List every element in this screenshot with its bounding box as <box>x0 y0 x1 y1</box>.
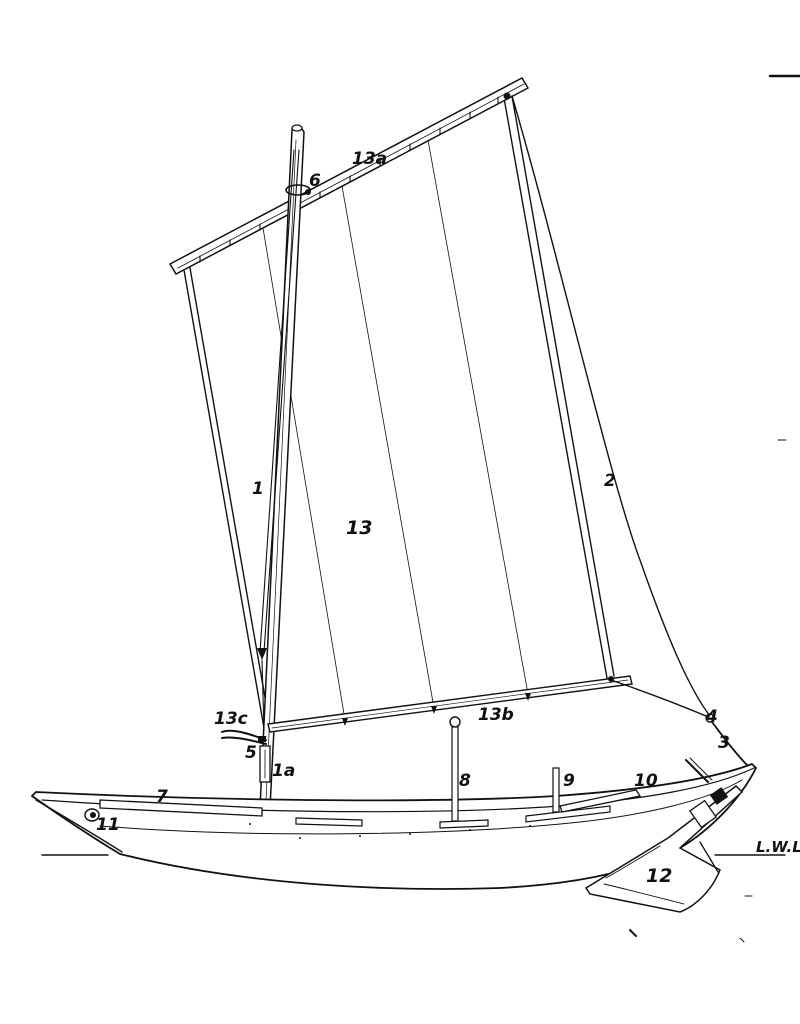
bow-fitting <box>84 808 100 822</box>
label-sheet-block: 4 <box>705 707 718 727</box>
label-sail: 13 <box>346 517 372 539</box>
rudder <box>584 785 744 937</box>
aft-deck <box>559 789 642 813</box>
label-waterline: L.W.L. <box>756 838 800 856</box>
label-rudder: 12 <box>646 865 672 887</box>
label-halyard: 1 <box>252 479 264 499</box>
post-aft <box>552 767 560 813</box>
label-halyard-lower: 1a <box>272 761 295 781</box>
label-yard: 13a <box>352 149 387 169</box>
label-post-mid: 8 <box>459 771 471 791</box>
post-mid <box>449 716 461 822</box>
hull <box>30 762 758 890</box>
label-post-aft: 9 <box>563 771 575 791</box>
label-gunwale-plank: 7 <box>156 787 168 807</box>
mast <box>259 124 311 809</box>
halyard <box>257 149 300 731</box>
tack-fitting <box>221 729 267 745</box>
yard <box>168 77 530 275</box>
boom <box>267 675 633 733</box>
label-mast-heel: 5 <box>245 743 257 763</box>
label-tack: 13c <box>214 709 248 729</box>
label-aft-deck: 10 <box>634 771 658 791</box>
gunwale-plank <box>99 799 611 829</box>
edge-marks <box>739 74 800 943</box>
label-sheet: 2 <box>604 471 616 491</box>
label-boom: 13b <box>478 705 514 725</box>
sheet <box>511 95 749 767</box>
label-parrel: 6 <box>309 171 321 191</box>
label-bow-fitting: 11 <box>96 815 120 835</box>
label-sheet-lower: 3 <box>718 733 730 753</box>
sail <box>183 95 615 729</box>
stern-post <box>685 757 713 783</box>
mast-step <box>259 745 271 783</box>
